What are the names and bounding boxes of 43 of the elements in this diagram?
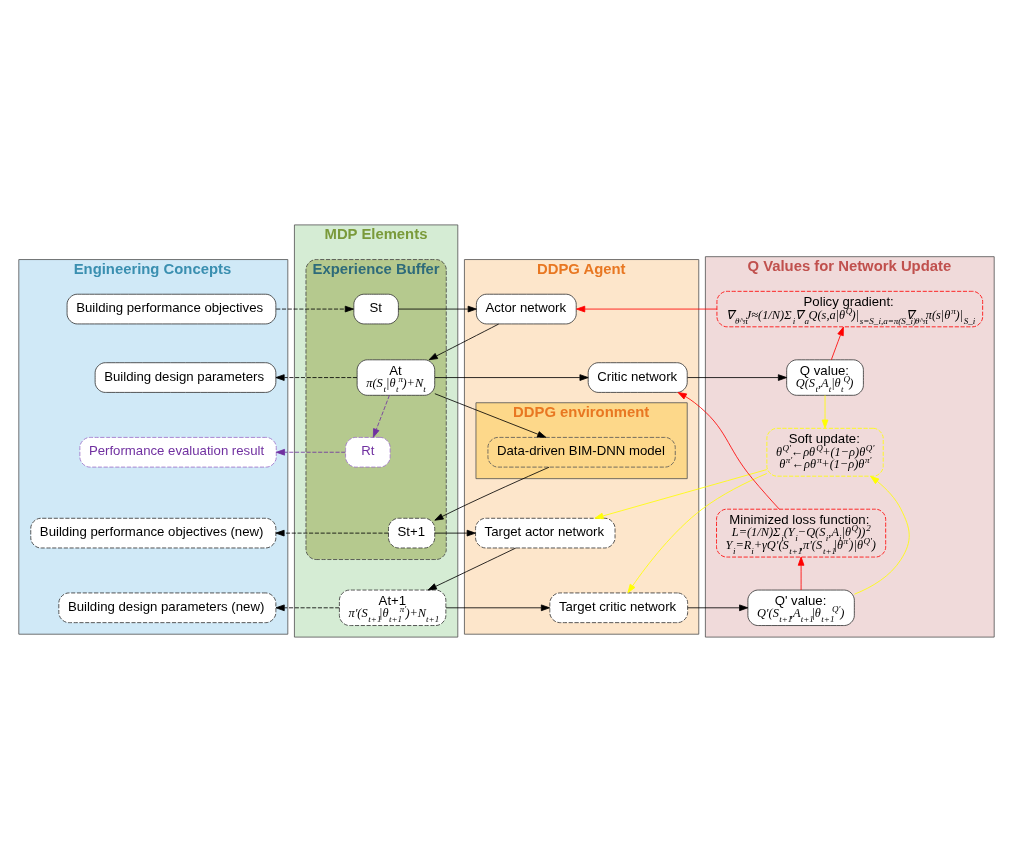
- node-box: Target critic network: [549, 592, 689, 623]
- arrow: [275, 373, 358, 381]
- arrow: [627, 472, 768, 593]
- arrow: [594, 468, 768, 519]
- arrow: [427, 547, 517, 590]
- arrow: [275, 604, 340, 611]
- node-box: Building design parameters (new): [58, 592, 277, 623]
- node-box: Performance evaluation result: [79, 436, 277, 467]
- node-box: Policy gradient: ∇$_{θ^π}$J≈(1/N)Σ$_{i}$∇$_{a}$Q(s,a|θ$^{Q}$)|$_{s=S_i,a=π(S_i)}$∇$_{θ^π}$π(s|θ$^{π}$)|$_{S_i}$: [716, 290, 984, 327]
- arrow: [830, 326, 844, 360]
- node-box: Building performance objectives: [66, 293, 277, 324]
- node-box: St: [353, 293, 399, 324]
- arrow: [677, 391, 780, 510]
- arrow: [687, 604, 749, 611]
- arrow: [687, 373, 788, 381]
- arrow: [398, 305, 477, 312]
- node-box: Q' value: Q'(S$_{t+1}$,A$_{t+1}$|θ$_{t+1}$$^{Q'}$): [747, 589, 855, 626]
- arrow: [275, 305, 354, 312]
- arrow: [434, 529, 476, 536]
- node-box: Target actor network: [475, 517, 616, 548]
- node-box: At+1 π'(S$_{t+1}$|θ$_{t+1}$$^{π'}$)+N$_{t+1}$: [338, 589, 447, 626]
- node-box: Critic network: [587, 361, 688, 393]
- arrow: [434, 392, 547, 438]
- node-box: Q value: Q(S$_{t}$,A$_{t}$|θ$_{t}$$^{Q}$): [786, 358, 864, 396]
- arrow: [434, 373, 589, 381]
- arrow: [275, 529, 389, 536]
- arrow: [428, 323, 500, 360]
- arrow: [576, 305, 718, 312]
- arrow: [445, 604, 550, 611]
- arrow: [372, 394, 390, 438]
- node-box: Soft update: θ$^{Q'}$←ρθ$^{Q}$+(1−ρ)θ$^{Q'}$ θ$^{π'}$←ρθ$^{π}$+(1−ρ)θ$^{π'}$: [766, 427, 884, 477]
- node-box: Data-driven BIM-DNN model: [487, 436, 676, 467]
- arrow: [854, 475, 910, 595]
- node-box: Rt: [345, 436, 391, 467]
- node-box: Actor network: [475, 293, 577, 324]
- node-box: Building performance objectives (new): [30, 517, 277, 548]
- node-box: At π(S$_{t}$|θ$_{t}$$^{π}$)+N$_{t}$: [356, 358, 436, 396]
- node-box: Minimized loss function: L=(1/N)Σ$_{i}$(Y$_{i}$−Q(S$_{i}$,A$_{i}$|θ$^{Q}$))$^{2}$ Y$_{i}$=R$_{i}$+γQ'(S$_{t+1}$,π'(S$_{t+1}$|θ$^{π'}$)|θ$^{Q'}$): [716, 508, 887, 557]
- arrow: [797, 556, 805, 590]
- node-box: Building design parameters: [94, 361, 277, 393]
- arrow: [275, 448, 346, 456]
- node-box: St+1: [388, 517, 436, 548]
- arrow: [821, 394, 829, 429]
